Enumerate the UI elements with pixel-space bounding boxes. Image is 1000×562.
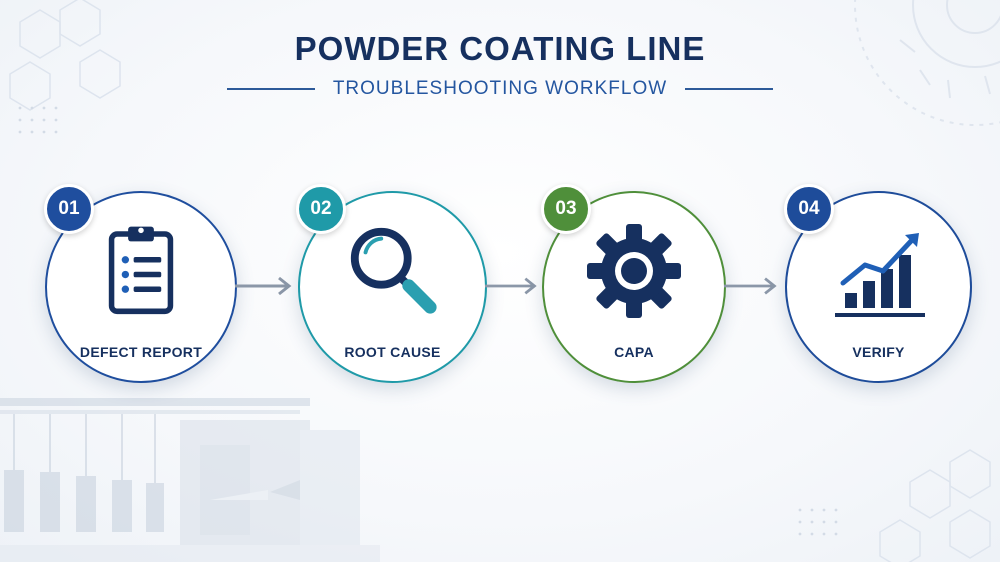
step-number-badge: 03 <box>541 184 591 234</box>
subtitle-row: TROUBLESHOOTING WORKFLOW <box>0 78 1000 100</box>
step-label: DEFECT REPORT <box>79 344 203 360</box>
step-number-badge: 02 <box>296 184 346 234</box>
bar-chart-icon <box>834 233 925 317</box>
arrow-right-icon <box>235 276 292 296</box>
dot-grid-top-left <box>18 106 58 134</box>
magnifier-icon <box>350 227 437 314</box>
subtitle-divider-left <box>226 88 315 90</box>
arrow-right-icon <box>485 277 537 295</box>
step-defect-report: DEFECT REPORT <box>45 191 237 383</box>
step-number-badge: 04 <box>784 184 834 234</box>
step-label: CAPA <box>614 344 654 360</box>
gear-icon <box>587 224 681 318</box>
arrow-right-icon <box>724 277 777 295</box>
dot-grid-bottom-right <box>798 508 838 536</box>
page-title: POWDER COATING LINE <box>294 30 706 67</box>
step-label: ROOT CAUSE <box>344 344 441 360</box>
factory-line-illustration <box>0 398 380 562</box>
subtitle-divider-right <box>685 88 774 90</box>
step-label: VERIFY <box>852 344 905 360</box>
clipboard-icon <box>108 226 174 315</box>
page-subtitle: TROUBLESHOOTING WORKFLOW <box>332 78 668 99</box>
hexagon-pattern-bottom-right <box>879 449 991 562</box>
step-number-badge: 01 <box>44 184 94 234</box>
